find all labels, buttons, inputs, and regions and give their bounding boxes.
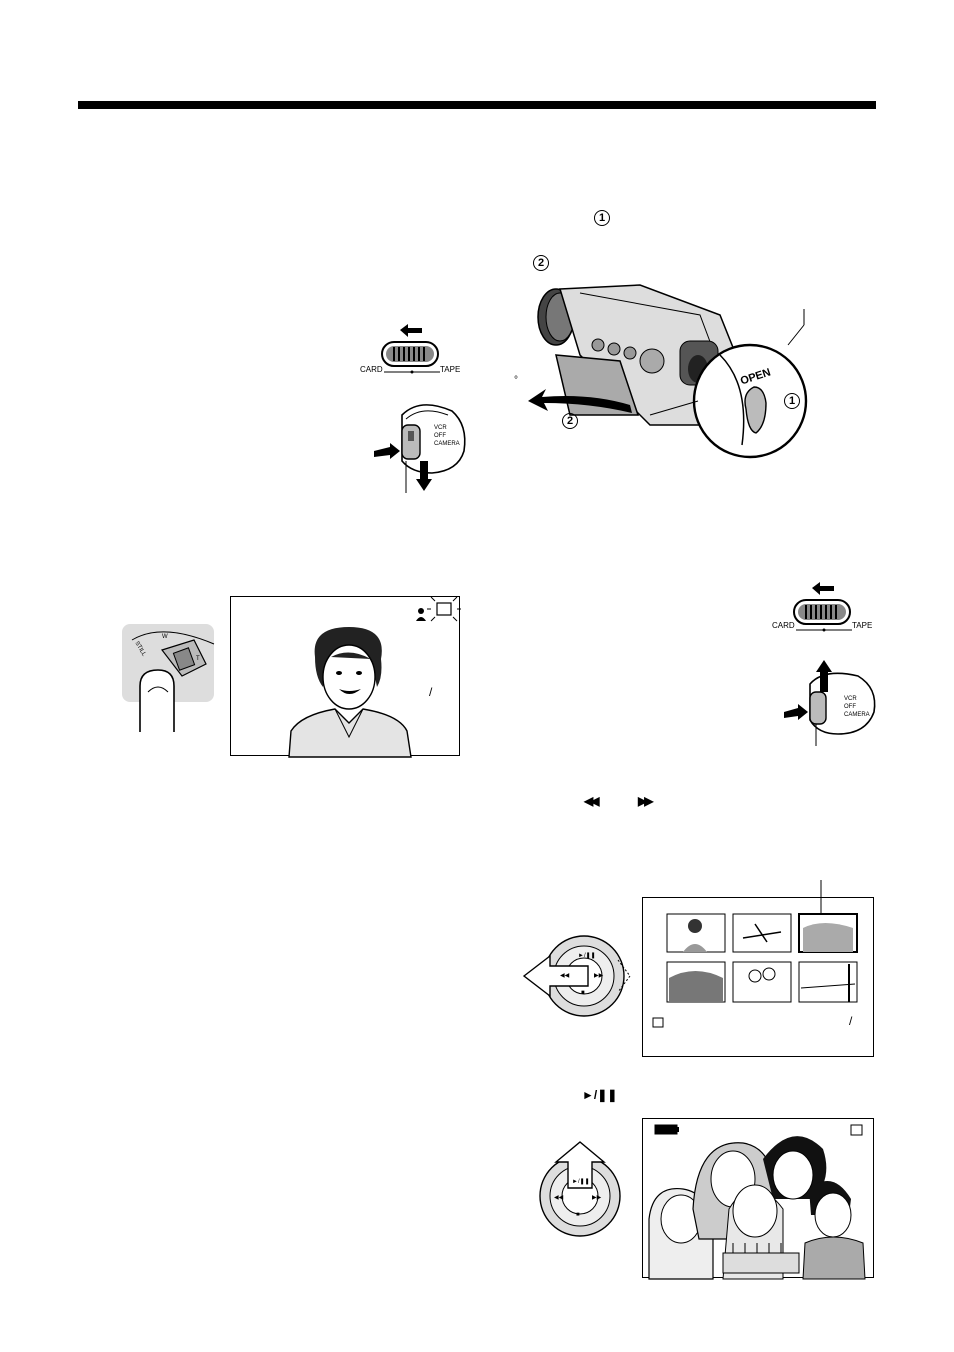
switch-tape-label: TAPE <box>440 365 460 374</box>
switch-card-label: CARD <box>772 621 795 630</box>
lcd-slash: / <box>429 685 432 699</box>
mode-dial-bottom[interactable]: VCR OFF CAMERA <box>780 654 880 746</box>
group-photo-illustration <box>643 1119 875 1279</box>
degree-mark: ° <box>514 375 518 386</box>
dial-camera-label: CAMERA <box>844 712 870 718</box>
play-pause-symbol: ►/❚❚ <box>582 1088 617 1102</box>
dial-vcr-label: VCR <box>434 425 447 431</box>
control-ring-left[interactable]: ►/❚❚ ◀◀ ▶▶ ■ <box>522 930 634 1020</box>
portrait-illustration <box>231 597 461 757</box>
ffwd-symbol: ▶▶ <box>638 794 650 808</box>
dial-off-label: OFF <box>844 704 856 710</box>
card-tape-switch-bottom[interactable]: CARD TAPE <box>772 578 876 634</box>
rewind-symbol: ◀◀ <box>584 794 596 808</box>
camcorder-icon <box>520 275 820 465</box>
ring-rew-label: ◀◀ <box>560 972 569 979</box>
thumbnail-slash: / <box>849 1014 852 1028</box>
header-rule <box>78 101 876 109</box>
dial-off-label: OFF <box>434 433 446 439</box>
control-ring-up[interactable]: ►/❚❚ ◀◀ ▶▶ ■ <box>536 1140 624 1236</box>
zoom-w-label: W <box>162 634 168 640</box>
lcd-capture-screen: / <box>230 596 460 756</box>
control-ring-icon <box>522 930 634 1020</box>
thumbnail-screen: / <box>642 897 874 1057</box>
ring-stop-label: ■ <box>581 990 585 996</box>
dial-camera-label: CAMERA <box>434 441 460 447</box>
callout-2: 2 <box>562 413 578 429</box>
step-marker-2: 2 <box>533 255 549 271</box>
ring-play-label: ►/❚❚ <box>572 1178 590 1185</box>
switch-card-label: CARD <box>360 365 383 374</box>
zoom-t-label: T <box>196 656 200 662</box>
still-button-illustration: STILL W T <box>122 620 216 732</box>
callout-1: 1 <box>784 393 800 409</box>
ring-play-label: ►/❚❚ <box>578 952 596 959</box>
ring-stop-label: ■ <box>576 1212 580 1218</box>
ring-ff-label: ▶▶ <box>594 972 603 979</box>
switch-tape-label: TAPE <box>852 621 872 630</box>
power-dial-icon <box>780 654 880 746</box>
dial-vcr-label: VCR <box>844 696 857 702</box>
step-marker-1: 1 <box>594 210 610 226</box>
control-ring-icon <box>536 1140 624 1236</box>
ring-ff-label: ▶▶ <box>592 1194 601 1201</box>
thumbnail-grid <box>643 898 875 1058</box>
still-button-icon <box>122 620 216 732</box>
playback-screen <box>642 1118 874 1278</box>
card-tape-switch-top[interactable]: CARD TAPE <box>360 320 464 376</box>
camcorder-illustration: OPEN 1 2 ° <box>520 275 820 465</box>
ring-rew-label: ◀◀ <box>554 1194 563 1201</box>
mode-dial-top[interactable]: VCR OFF CAMERA <box>372 395 468 495</box>
